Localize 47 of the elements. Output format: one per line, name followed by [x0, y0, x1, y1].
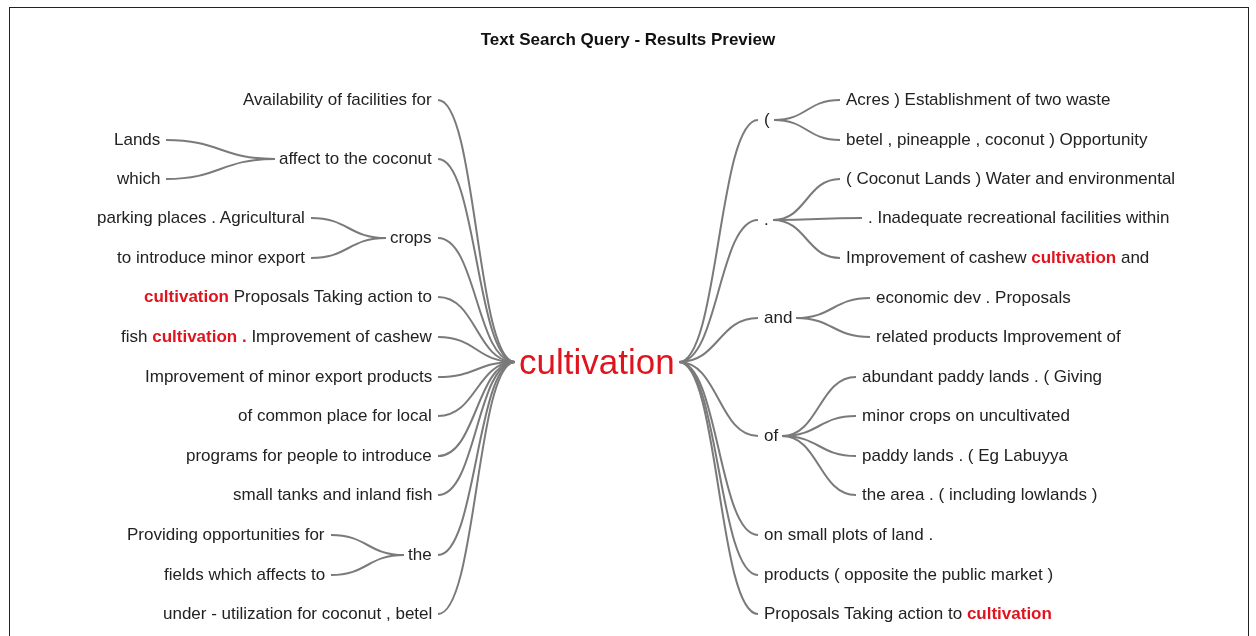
- phrase-text: Availability of facilities for: [243, 89, 432, 111]
- branch-line: [678, 361, 759, 615]
- phrase-text: ( Coconut Lands ) Water and environmental: [846, 168, 1176, 190]
- branch-line: [772, 219, 841, 259]
- phrase-text: Providing opportunities for: [127, 524, 325, 546]
- phrase-text: related products Improvement of: [876, 326, 1121, 348]
- phrase-text: betel , pineapple , coconut ) Opportunity: [846, 129, 1148, 151]
- phrase-text: abundant paddy lands . ( Giving: [862, 366, 1103, 388]
- phrase-text: crops: [390, 227, 432, 249]
- phrase-text: parking places . Agricultural: [97, 207, 305, 229]
- phrase-text: economic dev . Proposals: [876, 287, 1071, 309]
- phrase-text: paddy lands . ( Eg Labuyya: [862, 445, 1069, 467]
- phrase-text: programs for people to introduce: [186, 445, 432, 467]
- branch-line: [781, 435, 857, 496]
- chart-title: Text Search Query - Results Preview: [479, 30, 777, 50]
- phrase-text: . Inadequate recreational facilities within: [868, 207, 1170, 229]
- phrase-text: Lands: [114, 129, 161, 151]
- phrase-text: to introduce minor export: [117, 247, 306, 269]
- search-keyword: cultivation: [519, 342, 675, 382]
- phrase-text: Improvement of minor export products: [145, 366, 433, 388]
- phrase-text: Proposals Taking action to cultivation: [764, 603, 1052, 625]
- phrase-text: small tanks and inland fish: [233, 484, 433, 506]
- branch-line: [330, 554, 405, 576]
- phrase-text: of common place for local: [238, 405, 432, 427]
- phrase-text: cultivation Proposals Taking action to: [144, 286, 432, 308]
- branch-line: [437, 361, 516, 615]
- phrase-text: (: [764, 109, 770, 131]
- branch-line: [165, 158, 276, 180]
- phrase-text: fish cultivation . Improvement of cashew: [121, 326, 432, 348]
- phrase-text: which: [117, 168, 161, 190]
- phrase-text: the: [408, 544, 432, 566]
- branch-line: [437, 99, 516, 363]
- branch-line: [773, 119, 841, 141]
- phrase-text: under - utilization for coconut , betel: [163, 603, 433, 625]
- phrase-text: of: [764, 425, 779, 447]
- phrase-text: Improvement of cashew cultivation and: [846, 247, 1150, 269]
- phrase-text: and: [764, 307, 793, 329]
- branch-line: [310, 237, 387, 259]
- branch-line: [795, 317, 871, 338]
- phrase-text: fields which affects to: [164, 564, 326, 586]
- phrase-text: minor crops on uncultivated: [862, 405, 1070, 427]
- phrase-text: the area . ( including lowlands ): [862, 484, 1098, 506]
- phrase-text: products ( opposite the public market ): [764, 564, 1054, 586]
- phrase-text: on small plots of land .: [764, 524, 934, 546]
- phrase-text: affect to the coconut: [279, 148, 432, 170]
- phrase-text: Acres ) Establishment of two waste: [846, 89, 1111, 111]
- phrase-text: .: [764, 209, 769, 231]
